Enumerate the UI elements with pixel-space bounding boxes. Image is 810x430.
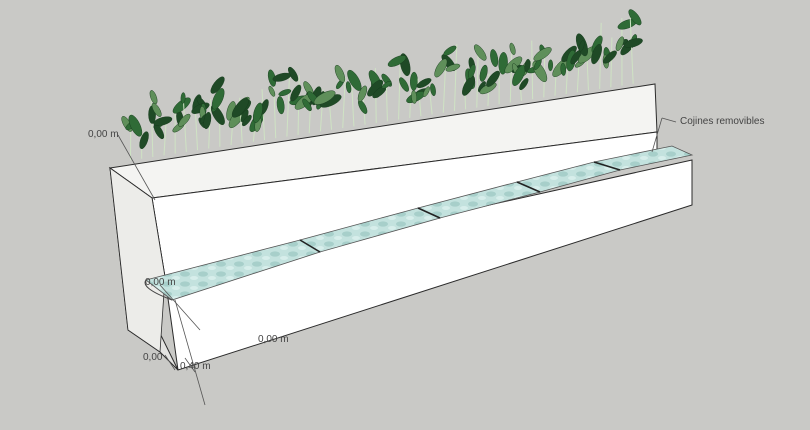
callout-leader (662, 118, 676, 122)
plant-leaf (333, 64, 347, 84)
dim-seat-length: 0,00 m (258, 334, 289, 345)
dim-height-top: 0,00 m (88, 129, 119, 140)
dim-base-left: 0,00 (143, 352, 163, 363)
plant-leaf (478, 64, 488, 82)
plant-leaf (278, 88, 292, 97)
plant-leaf (489, 49, 499, 68)
plant-leaf (356, 99, 368, 115)
plant-leaf (509, 42, 517, 55)
plant-leaf (272, 71, 292, 83)
plant-leaf (548, 60, 553, 71)
plant-leaf (148, 89, 158, 105)
plant-leaf (472, 43, 489, 62)
callout-cushions-label: Cojines removibles (680, 116, 764, 127)
dim-base-height: 0,40 m (180, 361, 211, 372)
plant-leaf (267, 85, 276, 97)
plant-leaf (276, 96, 285, 114)
plant-leaf (442, 44, 457, 57)
dim-seat-depth: 0,00 m (145, 277, 176, 288)
